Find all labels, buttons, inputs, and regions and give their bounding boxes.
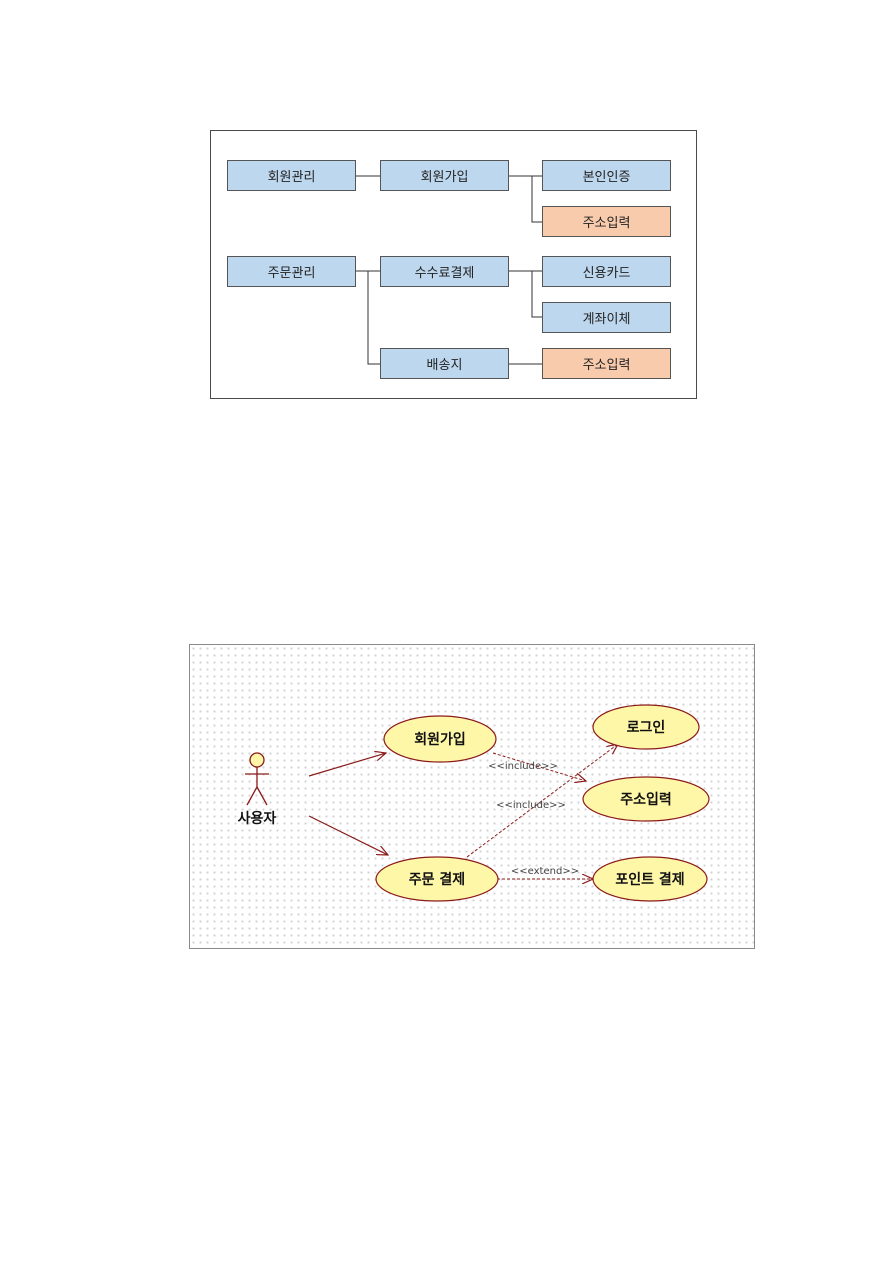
usecase-point-payment bbox=[592, 856, 708, 902]
node-delivery: 배송지 bbox=[380, 348, 509, 379]
actor-label: 사용자 bbox=[238, 811, 277, 827]
dep-signup-address bbox=[492, 752, 586, 781]
node-address-input-1: 주소입력 bbox=[542, 206, 671, 237]
assoc-actor-order bbox=[308, 815, 388, 855]
usecase-point-payment-label: 포인트 결제 bbox=[615, 871, 684, 888]
usecase-order-payment bbox=[375, 856, 499, 902]
use-case-diagram: 사용자 <<include>> <<include>> <<extend>> 회… bbox=[189, 644, 755, 949]
node-address-input-2: 주소입력 bbox=[542, 348, 671, 379]
node-identity-verify: 본인인증 bbox=[542, 160, 671, 191]
usecase-address-input bbox=[582, 776, 710, 822]
use-case-canvas: 사용자 <<include>> <<include>> <<extend>> 회… bbox=[238, 704, 710, 902]
connector-fee-transfer bbox=[531, 271, 542, 318]
node-order-mgmt: 주문관리 bbox=[227, 256, 356, 287]
node-account-transfer: 계좌이체 bbox=[542, 302, 671, 333]
usecase-signup bbox=[383, 715, 497, 763]
stereotype-extend: <<extend>> bbox=[511, 866, 579, 877]
function-tree-diagram: 회원관리 회원가입 본인인증 주소입력 주문관리 수수료결제 신용카드 계좌이체… bbox=[210, 130, 697, 399]
usecase-login bbox=[592, 704, 700, 750]
connector-signup-address bbox=[531, 176, 542, 223]
node-credit-card: 신용카드 bbox=[542, 256, 671, 287]
stereotype-include-2: <<include>> bbox=[496, 800, 566, 811]
dep-order-login bbox=[466, 744, 618, 858]
stereotype-include-1: <<include>> bbox=[488, 761, 558, 772]
usecase-address-input-label: 주소입력 bbox=[620, 792, 672, 808]
node-signup: 회원가입 bbox=[380, 160, 509, 191]
node-fee-payment: 수수료결제 bbox=[380, 256, 509, 287]
actor-stick-figure-icon bbox=[245, 752, 269, 806]
usecase-order-payment-label: 주문 결제 bbox=[409, 871, 465, 888]
usecase-signup-label: 회원가입 bbox=[414, 732, 466, 748]
connector-order-delivery bbox=[367, 271, 380, 365]
usecase-login-label: 로그인 bbox=[627, 719, 666, 736]
node-member-mgmt: 회원관리 bbox=[227, 160, 356, 191]
assoc-actor-signup bbox=[308, 753, 386, 777]
tree-connectors bbox=[356, 175, 542, 365]
